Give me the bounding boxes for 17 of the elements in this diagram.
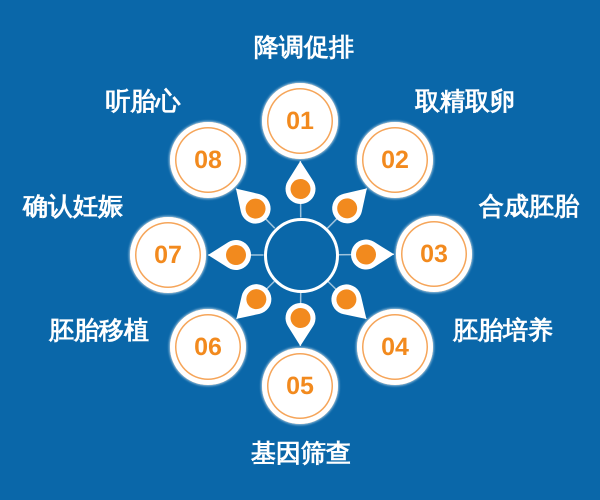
- step-label: 听胎心: [106, 88, 180, 116]
- center-ring: [264, 218, 338, 292]
- step-number: 02: [381, 148, 409, 172]
- step-number: 04: [381, 334, 409, 360]
- step-label: 胚胎移植: [49, 316, 149, 346]
- step-label: 降调促排: [254, 34, 354, 62]
- step-number: 05: [286, 374, 314, 398]
- step-number: 06: [194, 334, 222, 360]
- step-number: 01: [286, 108, 314, 134]
- step-label: 胚胎培养: [453, 316, 553, 346]
- step-label: 基因筛查: [251, 440, 351, 468]
- step-number: 03: [420, 242, 448, 266]
- step-label: 取精取卵: [415, 88, 515, 116]
- step-label: 确认妊娠: [23, 192, 123, 222]
- step-number: 07: [154, 242, 182, 268]
- step-label: 合成胚胎: [479, 192, 579, 222]
- step-number: 08: [194, 148, 222, 172]
